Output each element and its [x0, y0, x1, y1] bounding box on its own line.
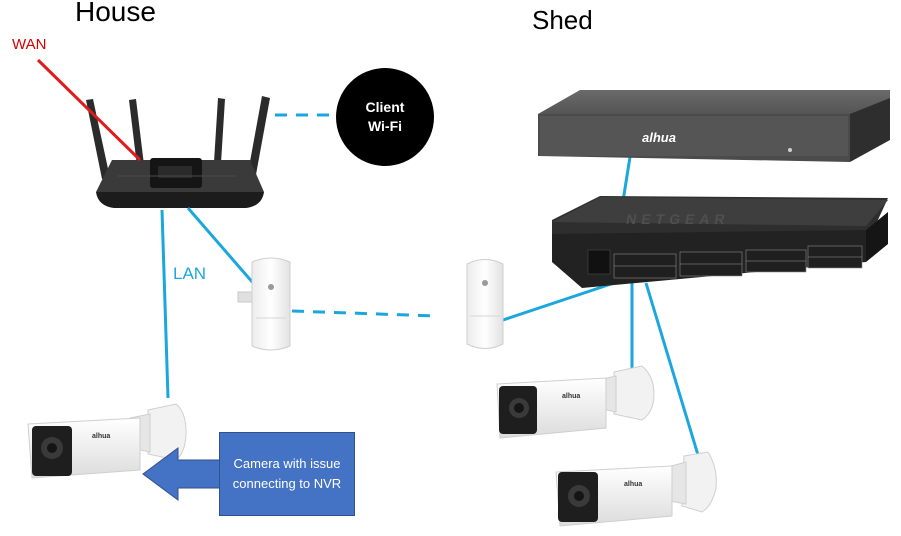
nvr-brand-logo: alhua — [642, 130, 676, 145]
access-point-shed — [466, 259, 504, 349]
issue-callout: Camera with issue connecting to NVR — [219, 432, 355, 516]
wan-link — [36, 58, 142, 162]
camera-house: alhua — [27, 403, 187, 479]
client-wifi-line1: Client — [365, 99, 405, 115]
camera-shed-2-brand: alhua — [624, 481, 642, 488]
issue-callout-line2: connecting to NVR — [232, 476, 342, 491]
camera-shed-2: alhua — [555, 451, 717, 527]
client-wifi-node: Client Wi-Fi — [336, 68, 434, 166]
router-antennas — [86, 96, 270, 180]
camera-house-brand: alhua — [92, 433, 110, 440]
wan-label: WAN — [12, 36, 47, 53]
client-wifi-line2: Wi-Fi — [367, 118, 403, 134]
lan-label: LAN — [173, 264, 207, 283]
nvr: alhua — [538, 90, 890, 162]
wireless-links — [275, 113, 437, 318]
shed-label: Shed — [532, 5, 593, 35]
router — [86, 96, 270, 208]
camera-shed-1: alhua — [496, 365, 655, 439]
house-label: House — [75, 0, 156, 27]
network-switch: NETGEAR — [552, 196, 888, 288]
callout-arrow — [142, 447, 221, 501]
camera-shed-1-brand: alhua — [562, 393, 580, 400]
switch-brand-top: NETGEAR — [625, 211, 731, 227]
access-point-house — [237, 257, 291, 351]
issue-callout-line1: Camera with issue — [233, 456, 341, 471]
